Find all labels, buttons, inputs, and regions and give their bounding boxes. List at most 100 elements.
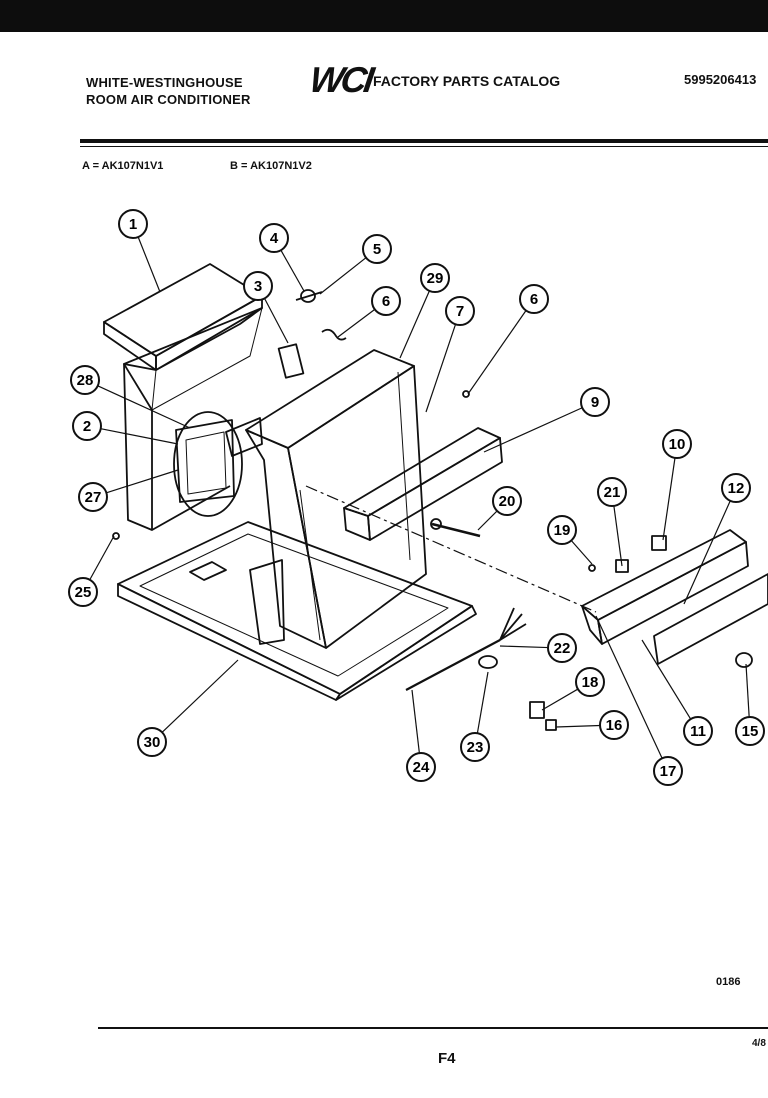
leader-line-c17 — [595, 615, 663, 759]
right-rail — [581, 529, 747, 621]
leader-line-c12 — [683, 500, 731, 605]
leader-line-c16 — [555, 724, 601, 728]
leader-line-c22 — [499, 645, 549, 649]
callout-circle — [72, 411, 102, 441]
callout-circle — [460, 732, 490, 762]
callout-number: 20 — [499, 493, 516, 510]
callout-circle — [371, 286, 401, 316]
leader-line-c7 — [425, 324, 457, 413]
callout-number: 18 — [582, 674, 599, 691]
leader-line-c28 — [97, 385, 191, 429]
model-a: A = AK107N1V1 — [82, 160, 164, 172]
callout-circle — [70, 365, 100, 395]
callout-circle — [575, 667, 605, 697]
drawing-code: 0186 — [716, 976, 741, 988]
callout-c28: 28 — [70, 365, 100, 395]
control-box-front — [123, 363, 153, 531]
callout-circle — [259, 223, 289, 253]
leader-line-c27 — [106, 469, 179, 494]
catalog-number: 5995206413 — [684, 72, 757, 87]
leader-line-c6b — [467, 310, 527, 395]
callout-circle — [547, 633, 577, 663]
callout-circle — [683, 716, 713, 746]
callout-c1: 1 — [118, 209, 148, 239]
callout-number: 23 — [467, 739, 484, 756]
leader-line-c18 — [541, 688, 579, 711]
leader-line-c9 — [483, 407, 583, 453]
callout-number: 4 — [270, 230, 279, 247]
callout-number: 9 — [591, 394, 599, 411]
callout-circle — [599, 710, 629, 740]
callout-c27: 27 — [78, 482, 108, 512]
leader-line-c20 — [477, 510, 498, 531]
callout-circle — [597, 477, 627, 507]
callout-number: 7 — [456, 303, 464, 320]
callout-c15: 15 — [735, 716, 765, 746]
callout-number: 12 — [728, 480, 745, 497]
footer-rule — [98, 1027, 768, 1029]
leader-line-c23 — [476, 671, 489, 734]
leader-line-c3 — [263, 298, 289, 344]
callout-c22: 22 — [547, 633, 577, 663]
callout-c21: 21 — [597, 477, 627, 507]
callout-circle — [68, 577, 98, 607]
callout-number: 1 — [129, 216, 137, 233]
callout-c24: 24 — [406, 752, 436, 782]
callout-number: 17 — [660, 763, 677, 780]
callout-number: 15 — [742, 723, 759, 740]
callout-c17: 17 — [653, 756, 683, 786]
callout-circle — [721, 473, 751, 503]
callout-c11: 11 — [683, 716, 713, 746]
callout-circle — [445, 296, 475, 326]
callout-number: 19 — [554, 522, 571, 539]
leader-line-c19 — [570, 540, 593, 565]
leader-line-c10 — [662, 457, 676, 541]
leader-line-c30 — [161, 659, 239, 733]
brand-line-1: WHITE-WESTINGHOUSE — [86, 75, 243, 90]
scan-top-bar — [0, 0, 768, 32]
callout-circle — [735, 716, 765, 746]
callout-circle — [406, 752, 436, 782]
leader-line-c24 — [411, 689, 420, 754]
callout-c16: 16 — [599, 710, 629, 740]
callout-number: 6 — [530, 291, 538, 308]
model-b: B = AK107N1V2 — [230, 160, 312, 172]
callout-number: 28 — [77, 372, 94, 389]
page-date: 4/8 — [752, 1038, 766, 1049]
callout-circle — [118, 209, 148, 239]
callout-number: 10 — [669, 436, 686, 453]
callout-c12: 12 — [721, 473, 751, 503]
leader-line-c1 — [137, 236, 161, 293]
leader-line-c29 — [399, 290, 430, 359]
callout-circle — [519, 284, 549, 314]
callout-number: 11 — [690, 723, 706, 740]
callout-circle — [547, 515, 577, 545]
center-partition — [245, 349, 415, 449]
callout-number: 22 — [554, 640, 571, 657]
callout-c5: 5 — [362, 234, 392, 264]
callout-number: 25 — [75, 584, 92, 601]
callout-number: 3 — [254, 278, 262, 295]
callout-number: 24 — [413, 759, 430, 776]
rear-rail — [653, 573, 768, 665]
callout-c9: 9 — [580, 387, 610, 417]
callout-c10: 10 — [662, 429, 692, 459]
callout-number: 27 — [85, 489, 102, 506]
callout-c30: 30 — [137, 727, 167, 757]
callout-number: 5 — [373, 241, 381, 258]
callout-number: 30 — [144, 734, 161, 751]
callout-c4: 4 — [259, 223, 289, 253]
header-rule-thin — [80, 146, 768, 147]
callout-circle — [78, 482, 108, 512]
leader-line-c6a — [337, 308, 376, 338]
callout-circle — [362, 234, 392, 264]
catalog-title: FACTORY PARTS CATALOG — [373, 73, 561, 89]
callout-c20: 20 — [492, 486, 522, 516]
callout-circle — [580, 387, 610, 417]
callout-circle — [492, 486, 522, 516]
header-rule — [80, 139, 768, 143]
callout-c18: 18 — [575, 667, 605, 697]
brand-header: WHITE-WESTINGHOUSE ROOM AIR CONDITIONER — [86, 74, 251, 108]
callout-c6b: 6 — [519, 284, 549, 314]
